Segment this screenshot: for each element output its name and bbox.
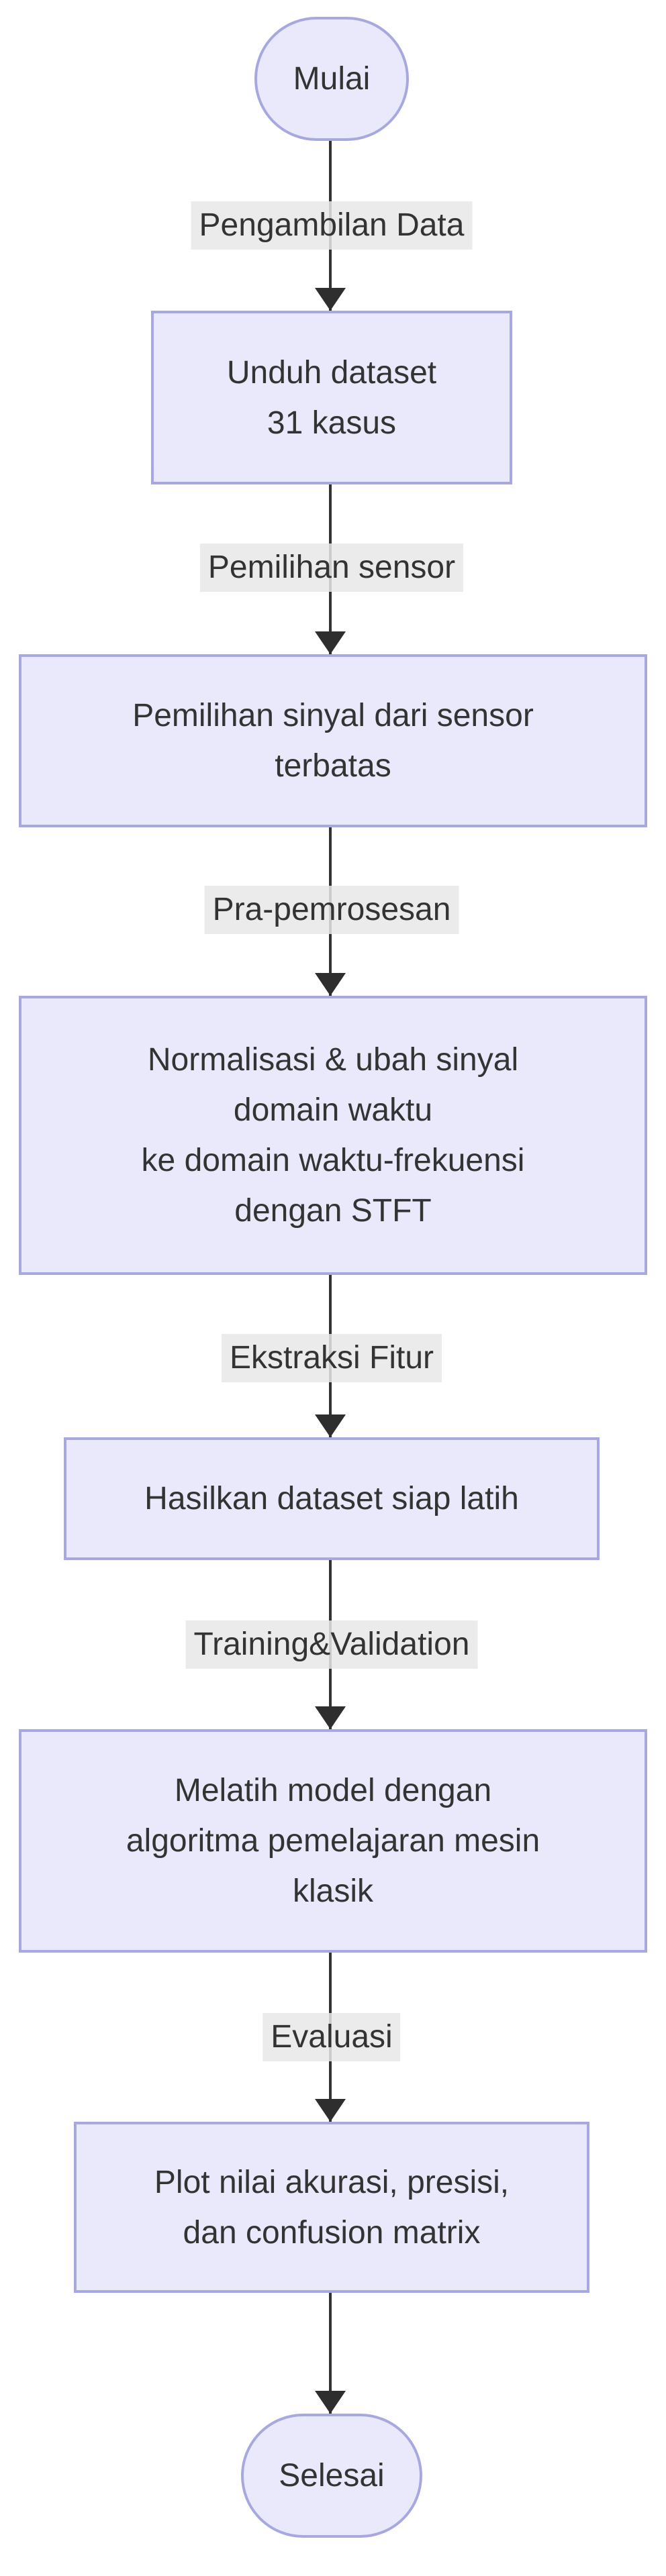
node-unduh-dataset: Unduh dataset 31 kasus <box>151 311 512 484</box>
arrow-down-icon <box>315 631 346 654</box>
edge-label-evaluasi: Evaluasi <box>263 2013 401 2061</box>
node-plot-akurasi: Plot nilai akurasi, presisi, dan confusi… <box>74 2122 589 2293</box>
node-hasilkan-dataset: Hasilkan dataset siap latih <box>64 1437 600 1560</box>
arrow-down-icon <box>315 288 346 311</box>
edge-label-pemilihan-sensor: Pemilihan sensor <box>199 544 464 592</box>
node-pemilihan-sinyal: Pemilihan sinyal dari sensor terbatas <box>19 654 647 827</box>
node-melatih-model: Melatih model dengan algoritma pemelajar… <box>19 1729 647 1953</box>
edge-label-pra-pemrosesan: Pra-pemrosesan <box>204 886 459 934</box>
node-normalisasi-stft: Normalisasi & ubah sinyal domain waktu k… <box>19 996 647 1275</box>
arrow-down-icon <box>315 973 346 996</box>
edge-label-training-validation: Training&Validation <box>185 1620 478 1669</box>
node-selesai: Selesai <box>241 2414 422 2538</box>
node-mulai: Mulai <box>254 17 409 141</box>
arrow-down-icon <box>315 1414 346 1437</box>
flow-line <box>329 2293 332 2414</box>
arrow-down-icon <box>315 2099 346 2122</box>
arrow-down-icon <box>315 1706 346 1729</box>
edge-label-ekstraksi-fitur: Ekstraksi Fitur <box>221 1334 442 1382</box>
edge-label-pengambilan-data: Pengambilan Data <box>191 201 473 250</box>
arrow-down-icon <box>315 2391 346 2414</box>
